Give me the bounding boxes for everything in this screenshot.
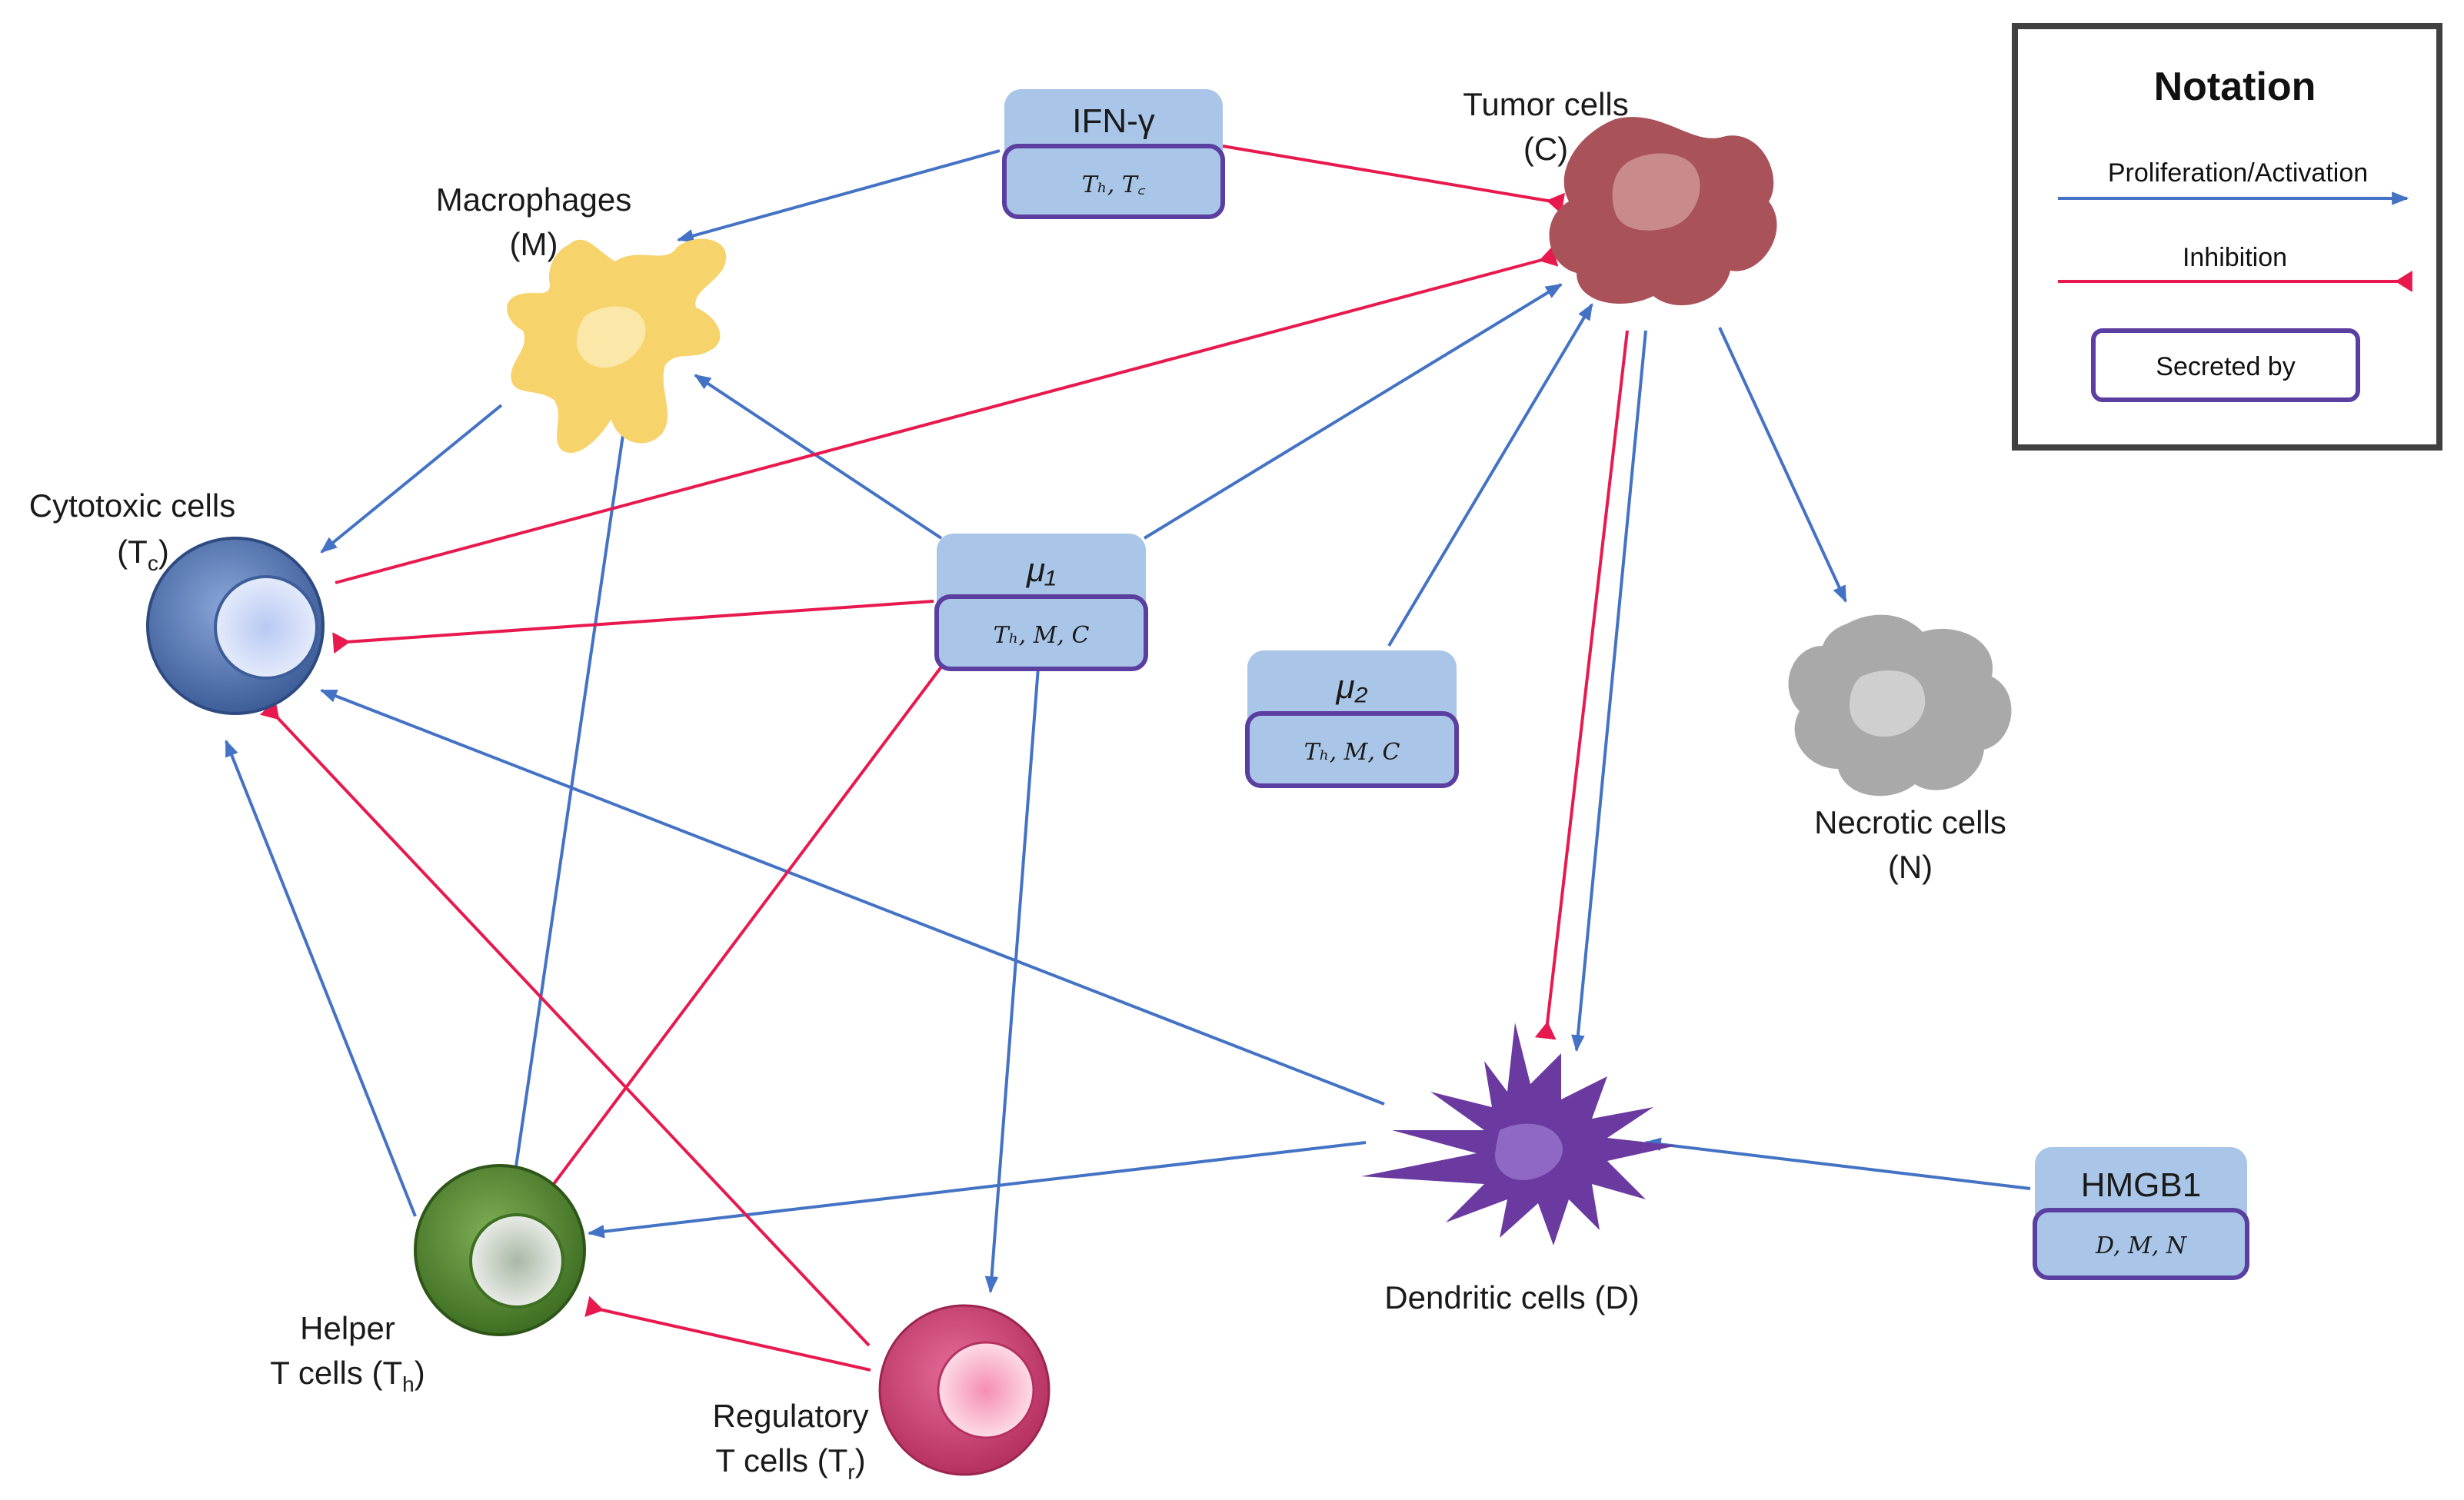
edge-mu1-to-tumor	[1143, 283, 1563, 540]
necrotic-label-line2: (N)	[1888, 849, 1933, 885]
necrotic-label-line1: Necrotic cells	[1814, 804, 2006, 840]
notation-secreted-label: Secreted by	[2156, 352, 2295, 381]
regulatory-label-line2: T cells (Tr)	[715, 1442, 865, 1484]
tumor-cell-icon	[1549, 117, 1777, 306]
macrophage-cell-label: Macrophages (M)	[436, 181, 631, 262]
edges	[225, 145, 2031, 1372]
regulatory-label-line1: Regulatory	[712, 1398, 868, 1434]
hmgb1-secreted-by: D, M, N	[2095, 1232, 2188, 1259]
cytotoxic-label-line1: Cytotoxic cells	[29, 487, 235, 524]
edge-ifn-inhibits-tumor	[1222, 145, 1566, 215]
macrophage-label-line2: (M)	[510, 226, 558, 262]
tumor-cell-label: Tumor cells (C)	[1463, 86, 1628, 167]
edge-mu1-inhibits-cytotoxic	[332, 600, 934, 654]
helper-cell-label: Helper T cells (Th)	[270, 1310, 425, 1396]
helper-cell-icon	[414, 1164, 586, 1336]
edge-mu1-to-macrophages	[694, 374, 943, 540]
mu2-secreted-by: Tₕ, M, C	[1304, 739, 1400, 766]
helper-label-line2: T cells (Th)	[270, 1355, 425, 1396]
cytotoxic-cell-icon	[146, 537, 325, 715]
macrophage-label-line1: Macrophages	[436, 181, 631, 218]
edge-regulatory-inhibits-helper	[584, 1295, 871, 1372]
notation-secreted-box	[2091, 328, 2360, 402]
edge-dendritic-to-helper	[587, 1141, 1367, 1239]
necrotic-cell-icon	[1788, 614, 2012, 797]
notation-title: Notation	[2154, 65, 2316, 109]
cytokine-box-ifn-gamma: IFN-γ Tₕ, T꜀	[1002, 89, 1225, 219]
cytokine-box-mu1: μ₁ Tₕ, M, C	[934, 534, 1148, 671]
notation-activation-label: Proliferation/Activation	[2108, 158, 2368, 188]
mu1-title: μ₁	[1026, 551, 1056, 589]
cytokine-box-hmgb1: HMGB1 D, M, N	[2033, 1147, 2249, 1280]
notation-legend: Notation Proliferation/Activation Inhibi…	[2012, 23, 2442, 451]
helper-label-line1: Helper	[300, 1310, 395, 1346]
mu1-secreted-by: Tₕ, M, C	[994, 622, 1090, 649]
cytotoxic-label-line2: (Tc)	[117, 534, 169, 575]
tumor-cell-label-line2: (C)	[1523, 131, 1568, 167]
dendritic-cell-label: Dendritic cells (D)	[1384, 1279, 1639, 1315]
edge-mu2-to-tumor	[1387, 303, 1593, 647]
cytokine-box-mu2: μ₂ Tₕ, M, C	[1245, 650, 1459, 788]
necrotic-cell-label: Necrotic cells (N)	[1814, 804, 2006, 885]
notation-inhibition-label: Inhibition	[2183, 243, 2287, 272]
edge-tumor-inhibits-dendritic	[1534, 330, 1629, 1040]
ifn-gamma-title: IFN-γ	[1072, 102, 1155, 140]
cytotoxic-cell-label: Cytotoxic cells (Tc)	[29, 487, 235, 575]
ifn-gamma-secreted-by: Tₕ, T꜀	[1082, 171, 1146, 198]
edge-mu1-inhibits-helper	[530, 661, 946, 1211]
edge-cytotoxic-inhibits-tumor	[335, 245, 1559, 584]
mu2-title: μ₂	[1336, 668, 1368, 706]
hmgb1-title: HMGB1	[2081, 1166, 2201, 1204]
dendritic-label-line1: Dendritic cells (D)	[1384, 1279, 1639, 1315]
edge-mu1-to-regulatory	[984, 667, 1040, 1294]
macrophage-cell-icon	[507, 238, 727, 454]
edge-helper-to-cytotoxic	[225, 739, 417, 1217]
edge-tumor-to-dendritic	[1571, 330, 1647, 1053]
dendritic-cell-icon	[1361, 1023, 1677, 1246]
edge-regulatory-inhibits-cytotoxic	[259, 700, 871, 1347]
tumor-cell-label-line1: Tumor cells	[1463, 86, 1628, 122]
edge-macrophages-to-cytotoxic	[320, 404, 503, 554]
edge-hmgb1-to-dendritic	[1643, 1137, 2031, 1190]
regulatory-cell-label: Regulatory T cells (Tr)	[712, 1398, 868, 1484]
edge-tumor-to-necrotic	[1718, 327, 1847, 603]
edge-macrophages-to-helper	[509, 434, 624, 1185]
edge-ifn-to-macrophages	[676, 149, 1001, 243]
regulatory-cell-icon	[878, 1304, 1051, 1476]
edge-dendritic-to-cytotoxic	[319, 689, 1385, 1106]
